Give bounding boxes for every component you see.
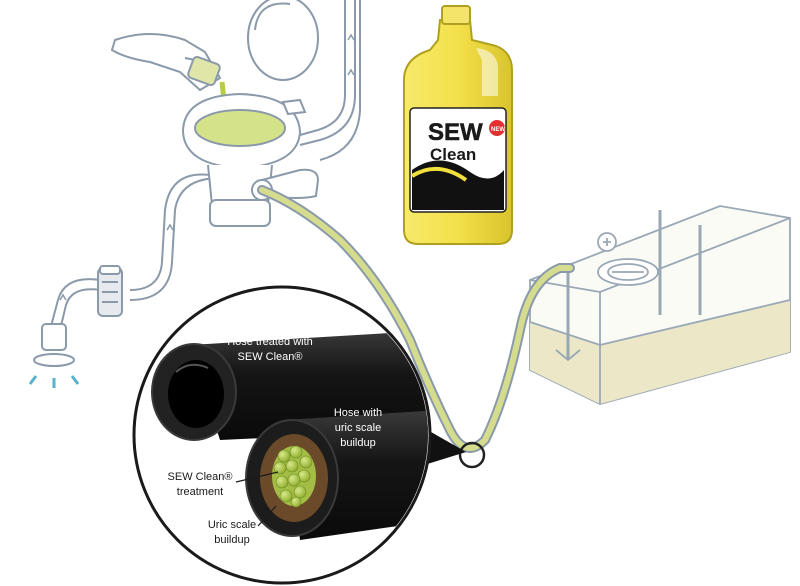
hose-cross-section-inset: Hose treated with SEW Clean® Hose with u… <box>132 285 432 585</box>
bottle-badge: NEW <box>491 127 505 133</box>
pouring-hand-icon <box>110 33 222 92</box>
label-uric-1: Uric scale <box>208 519 256 531</box>
label-scaled-hose-2: uric scale <box>335 422 381 434</box>
treated-hose <box>151 330 428 441</box>
label-treated-hose-1: Hose treated with <box>227 336 313 348</box>
label-scaled-hose-3: buildup <box>340 437 375 449</box>
plumbing-lines <box>49 0 361 331</box>
bottle-brand-sew: SEW <box>428 119 483 146</box>
sewage-hose <box>257 185 575 453</box>
pump-icon <box>97 265 123 317</box>
label-uric-2: buildup <box>214 534 249 546</box>
thru-hull-icon <box>28 323 80 388</box>
label-treated-hose-2: SEW Clean® <box>238 351 303 363</box>
label-treatment-2: treatment <box>177 486 223 498</box>
toilet-icon <box>181 0 320 227</box>
bottle-icon: SEW Clean NEW <box>403 5 513 245</box>
flow-arrows <box>59 33 355 301</box>
label-treatment-1: SEW Clean® <box>168 471 233 483</box>
holding-tank-icon <box>529 205 791 405</box>
label-scaled-hose-1: Hose with <box>334 407 382 419</box>
scaled-hose <box>245 410 428 540</box>
bottle-brand-clean: Clean <box>430 145 476 164</box>
